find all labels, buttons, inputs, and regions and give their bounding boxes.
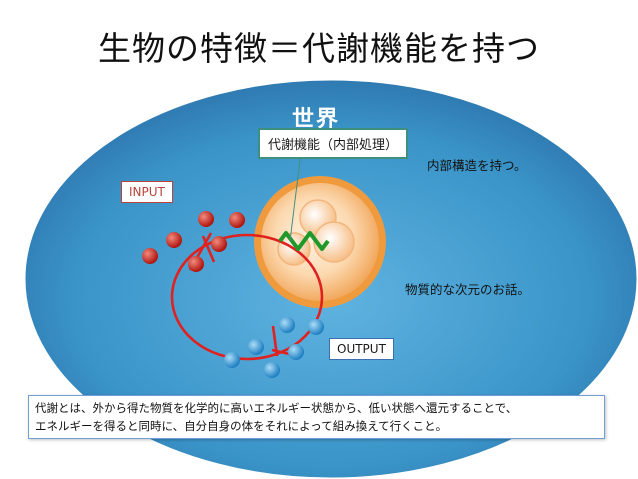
cell [254,176,386,308]
input-label: INPUT [121,181,173,203]
output-molecule [308,319,324,335]
output-label: OUTPUT [329,338,394,360]
note-line-2: エネルギーを得ると同時に、自分自身の体をそれによって組み換えて行くこと。 [35,419,448,433]
material-dimension-text: 物質的な次元のお話。 [405,282,531,297]
input-molecule [229,212,245,228]
input-molecule [188,256,204,272]
input-molecule [198,211,214,227]
input-molecule [211,236,227,252]
internal-structure-text: 内部構造を持つ。 [427,158,527,173]
input-molecules [142,211,245,272]
output-molecule [248,339,264,355]
note-line-1: 代謝とは、外から得た物質を化学的に高いエネルギー状態から、低い状態へ還元すること… [35,401,518,415]
callout-pointer [289,151,302,242]
world-label: 世界 [292,107,341,132]
output-molecule [279,317,295,333]
input-molecule [166,232,182,248]
organelle-3 [313,221,355,263]
page-title: 生物の特徴＝代謝機能を持つ [98,29,540,68]
output-molecule [288,344,304,360]
output-molecules [224,317,324,378]
definition-note: 代謝とは、外から得た物質を化学的に高いエネルギー状態から、低い状態へ還元すること… [28,395,605,439]
input-molecule [142,248,158,264]
output-molecule [224,352,240,368]
metabolism-callout: 代謝機能（内部処理） [258,128,409,159]
energy-wave [278,231,330,251]
output-molecule [264,362,280,378]
